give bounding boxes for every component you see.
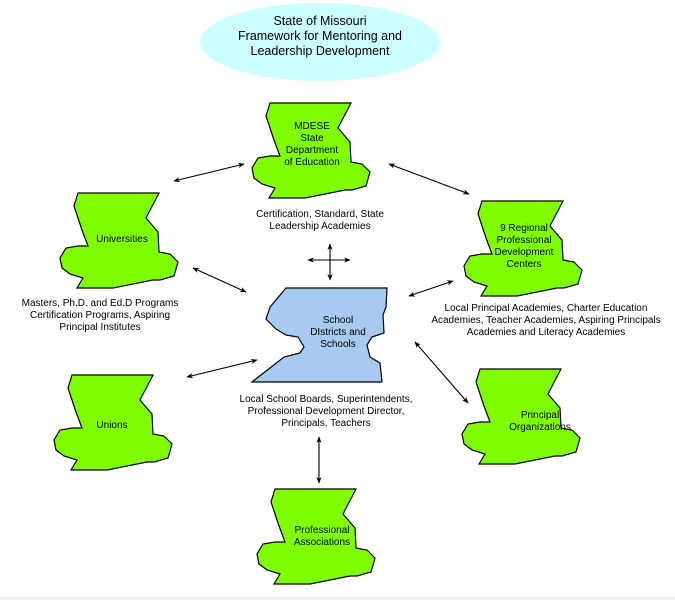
desc-line: Certification Programs, Aspiring [29, 310, 171, 321]
node-mdese-label: MDESE State Department of Education [272, 121, 352, 169]
label-line: Universities [96, 234, 148, 245]
label-line: Professional [496, 235, 552, 246]
desc-line: Principals, Teachers [281, 418, 371, 429]
node-school-districts-label: School DIstricts and Schools [298, 315, 378, 351]
node-regional-centers-label: 9 Regional Professional Development Cent… [484, 223, 564, 271]
label-line: Professional [294, 525, 350, 536]
title-line-3: Leadership Development [250, 44, 390, 58]
desc-line: Academies and Literacy Academies [466, 327, 626, 338]
label-line: Organizations [509, 422, 571, 433]
desc-line: Local Principal Academies, Charter Educa… [444, 303, 648, 314]
label-line: DIstricts and [310, 327, 366, 338]
label-line: State [300, 133, 324, 144]
label-line: Unions [96, 420, 128, 431]
desc-regional-centers: Local Principal Academies, Charter Educa… [417, 303, 675, 339]
node-professional-assoc-label: Professional Associations [282, 525, 362, 549]
desc-school-districts: Local School Boards, Superintendents, Pr… [220, 394, 432, 430]
desc-mdese: Certification, Standard, State Leadershi… [225, 209, 415, 233]
label-line: Associations [293, 537, 351, 548]
label-line: Department [285, 145, 339, 156]
arrow-universities-school [192, 267, 247, 293]
desc-line: Local School Boards, Superintendents, [239, 394, 413, 405]
desc-line: Principal Institutes [59, 322, 141, 333]
desc-line: Professional Development Director, [247, 406, 405, 417]
node-universities-label: Universities [82, 234, 162, 246]
bottom-strip [0, 597, 675, 600]
arrow-regional-school [408, 280, 454, 297]
arrow-mdese-universities [173, 162, 245, 183]
desc-line: Certification, Standard, State [256, 209, 384, 220]
desc-line: Leadership Academies [269, 221, 371, 232]
arrow-principal-orgs-school [414, 341, 469, 404]
label-line: School [322, 315, 354, 326]
label-line: Centers [506, 259, 542, 270]
label-line: Development [494, 247, 554, 258]
desc-line: Academies, Teacher Academies, Aspiring P… [431, 315, 661, 326]
title-line-2: Framework for Mentoring and [238, 29, 402, 43]
label-line: 9 Regional [500, 223, 548, 234]
label-line: Principal [520, 410, 560, 421]
desc-universities: Masters, Ph.D. and Ed.D Programs Certifi… [0, 298, 200, 334]
diagram-title: State of Missouri Framework for Mentorin… [200, 14, 440, 59]
node-unions-label: Unions [72, 420, 152, 432]
title-ellipse [200, 3, 440, 81]
arrow-mdese-regional [388, 163, 470, 195]
title-line-1: State of Missouri [273, 14, 367, 28]
label-line: MDESE [294, 121, 330, 132]
label-line: Schools [320, 339, 356, 350]
desc-line: Masters, Ph.D. and Ed.D Programs [21, 298, 179, 309]
node-principal-orgs-label: Principal Organizations [500, 410, 580, 434]
arrow-unions-school [186, 358, 258, 379]
label-line: of Education [284, 157, 340, 168]
